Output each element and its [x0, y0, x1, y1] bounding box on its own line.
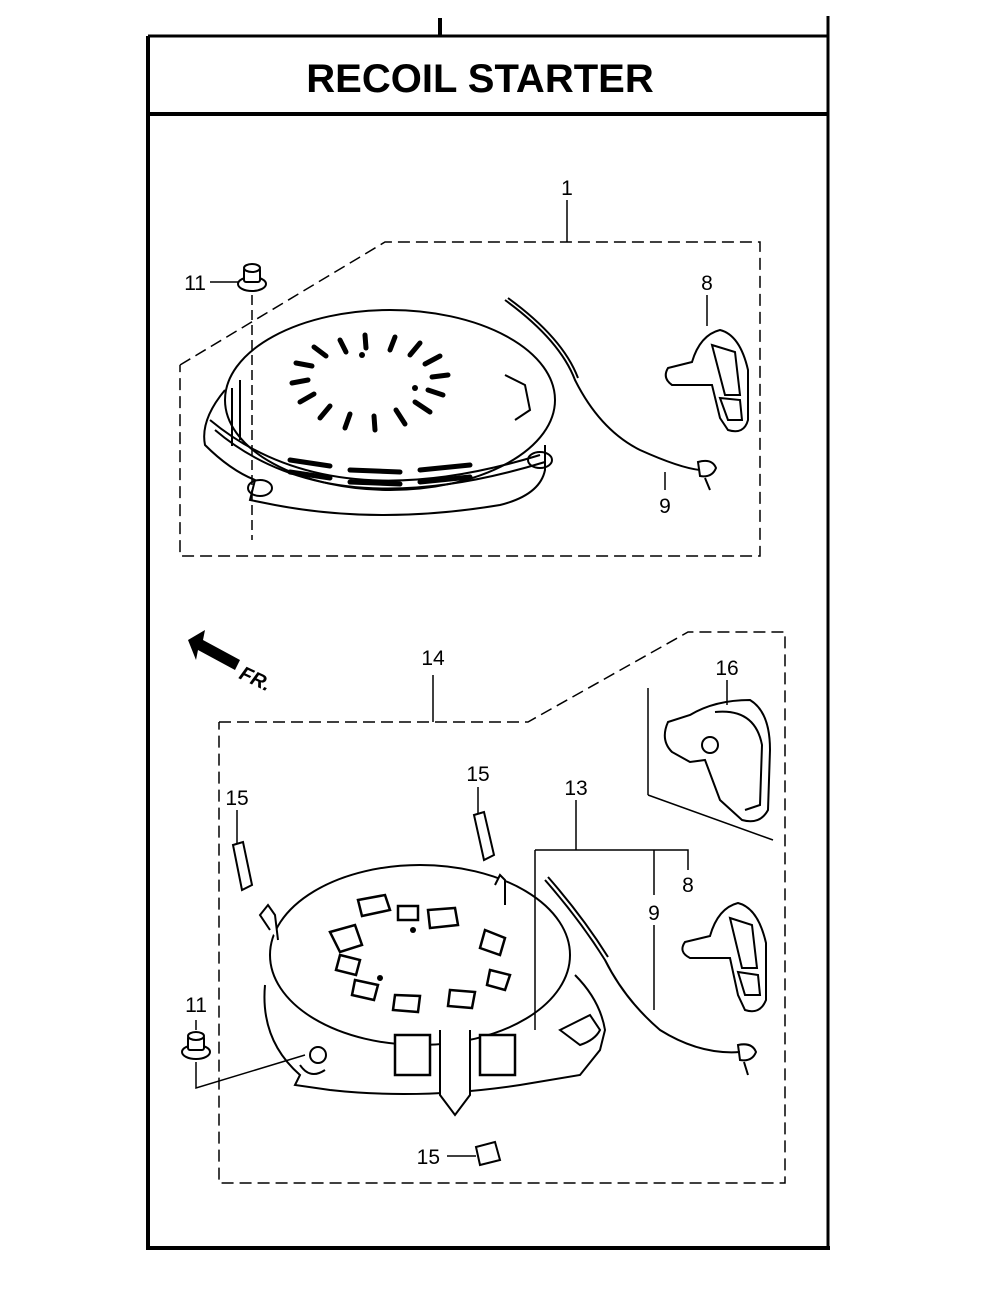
page-frame	[146, 16, 830, 1250]
callout-8-lower: 8	[682, 874, 694, 897]
callout-9-upper: 9	[659, 495, 671, 518]
lower-grip	[681, 901, 767, 1013]
upper-housing-slots	[287, 332, 473, 487]
upper-grip	[664, 328, 749, 433]
callout-1: 1	[561, 177, 573, 200]
clip-15-top	[472, 810, 496, 862]
assembly-1-boundary	[179, 241, 761, 557]
diagram-title: RECOIL STARTER	[306, 57, 654, 101]
assembly-14-boundary	[218, 631, 786, 1184]
callout-13: 13	[564, 777, 587, 800]
callout-16: 16	[715, 657, 738, 680]
callout-15-bottom: 15	[417, 1146, 440, 1169]
clip-15-bottom	[474, 1140, 502, 1167]
callout-15-top: 15	[466, 763, 489, 786]
callout-11-upper: 11	[184, 272, 206, 295]
upper-nut	[237, 263, 267, 292]
callout-9-lower: 9	[648, 902, 660, 925]
grip-16	[663, 698, 772, 823]
upper-rope	[504, 297, 718, 491]
callout-8-upper: 8	[701, 272, 713, 295]
callout-15-left: 15	[225, 787, 248, 810]
lower-starter-housing	[258, 864, 607, 1117]
grip-16-inset	[647, 688, 774, 841]
bracket-13	[534, 800, 689, 1030]
callout-14: 14	[421, 647, 445, 670]
direction-label: FR.	[236, 663, 274, 697]
upper-starter-housing	[203, 309, 556, 516]
lower-nut	[181, 1031, 211, 1060]
callout-11-lower: 11	[185, 994, 207, 1017]
lower-housing-openings	[328, 893, 517, 1077]
clip-15-left	[231, 840, 254, 892]
front-direction-arrow: FR.	[188, 630, 274, 696]
lower-rope	[544, 876, 758, 1076]
